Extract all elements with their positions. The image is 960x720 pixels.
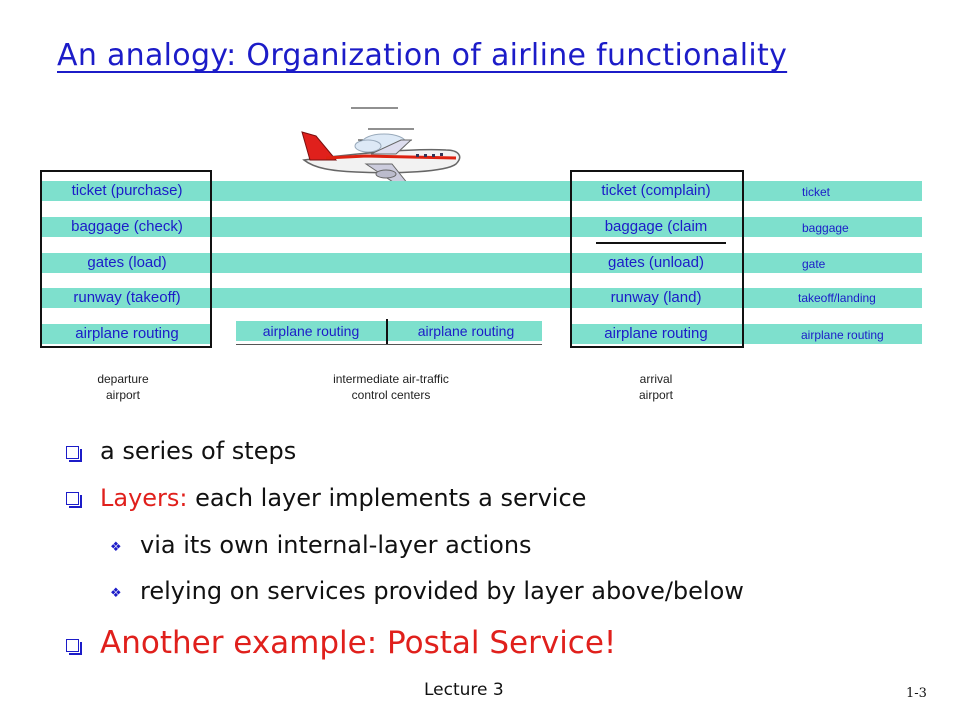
footer-lecture: Lecture 3 (424, 680, 504, 700)
page-number: 1-3 (906, 686, 927, 701)
caption-intermediate: intermediate air-traffic control centers (333, 372, 449, 402)
layer-band-routing-departure (40, 324, 210, 344)
layer-band-baggage (40, 217, 922, 237)
layer-band-routing-intermediate (236, 321, 542, 341)
bullet-box-icon (66, 639, 82, 655)
bullet-postal-service: Another example: Postal Service! (100, 625, 617, 661)
layers-description: each layer implements a service (187, 484, 587, 512)
sub-bullet-internal-actions: via its own internal-layer actions (140, 531, 532, 559)
layer-name-takeoff-landing: takeoff/landing (798, 291, 876, 305)
arrival-layer-gate: gates (unload) (608, 254, 704, 271)
layer-name-gate: gate (802, 257, 826, 271)
arrival-airport-box (570, 170, 744, 348)
departure-layer-gate: gates (load) (87, 254, 167, 271)
layer-name-baggage: baggage (802, 221, 849, 235)
layer-name-routing: airplane routing (801, 328, 884, 342)
sub-bullet-relying-services: relying on services provided by layer ab… (140, 577, 744, 605)
bullet-series-of-steps: a series of steps (100, 437, 297, 465)
layer-band-gate (40, 253, 922, 273)
departure-layer-runway: runway (takeoff) (73, 289, 181, 306)
arrival-baggage-underline (596, 242, 726, 244)
caption-arrival: arrival airport (638, 372, 673, 402)
intermediate-routing-2: airplane routing (417, 323, 515, 339)
layer-band-routing-arrival (572, 324, 922, 344)
intermediate-underline (236, 344, 542, 345)
departure-airport-box (40, 170, 212, 348)
layer-band-takeoff-landing (40, 288, 922, 308)
arrival-layer-ticket: ticket (complain) (601, 182, 711, 199)
page-title: An analogy: Organization of airline func… (57, 38, 788, 73)
diamond-bullet-icon: ❖ (110, 586, 122, 601)
bullet-box-icon (66, 446, 82, 462)
bullet-layers: Layers: each layer implements a service (100, 484, 586, 512)
departure-layer-baggage: baggage (check) (71, 218, 183, 235)
airplane-icon (301, 107, 461, 185)
intermediate-routing-1: airplane routing (262, 323, 360, 339)
arrival-layer-routing: airplane routing (604, 325, 708, 342)
arrival-layer-runway: runway (land) (610, 289, 702, 306)
departure-layer-ticket: ticket (purchase) (71, 182, 183, 199)
arrival-layer-baggage: baggage (claim (604, 218, 708, 235)
departure-layer-routing: airplane routing (75, 325, 179, 342)
layers-highlight: Layers: (100, 484, 188, 512)
caption-departure: departure airport (97, 372, 149, 402)
layer-name-ticket: ticket (802, 185, 831, 199)
intermediate-divider (386, 319, 388, 345)
layer-band-ticket (40, 181, 922, 201)
bullet-box-icon (66, 492, 82, 508)
diamond-bullet-icon: ❖ (110, 540, 122, 555)
